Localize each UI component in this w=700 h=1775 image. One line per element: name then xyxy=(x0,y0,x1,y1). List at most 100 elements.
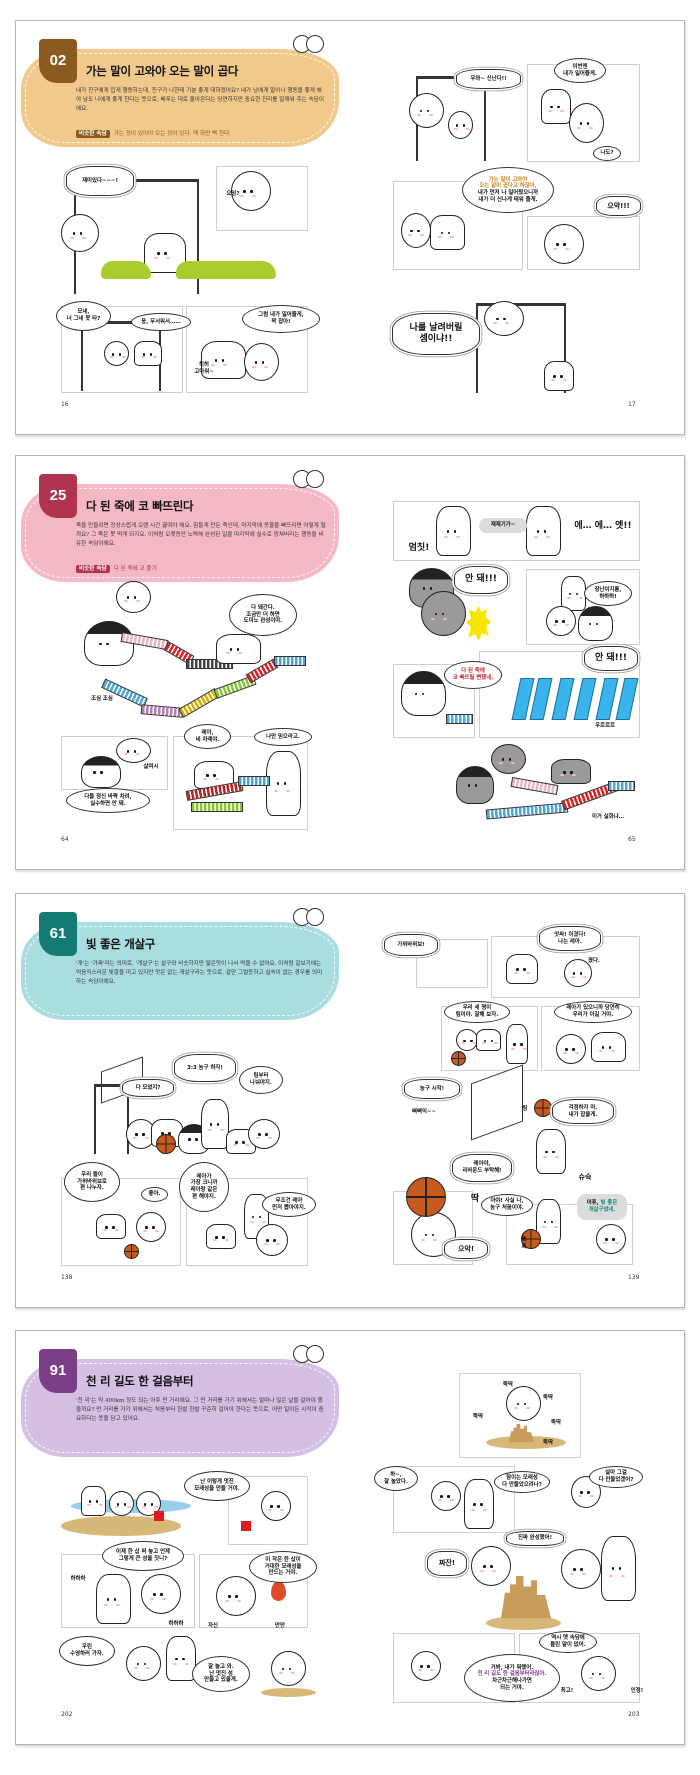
sound-effect-text: 툭 툭 xyxy=(521,1237,527,1250)
speech-bubble-segment: 천 리 길도 한 걸음부터라잖아. xyxy=(477,1671,547,1678)
red-bucket xyxy=(241,1521,251,1531)
round-character xyxy=(564,959,592,987)
round-character xyxy=(448,111,473,139)
mascot-characters xyxy=(293,470,333,490)
basketball xyxy=(521,1229,541,1249)
round-character xyxy=(561,1549,601,1589)
sand-patch xyxy=(61,1516,181,1536)
block-character xyxy=(544,361,574,391)
sand-castle xyxy=(501,1576,551,1618)
sound-effect-text: 하하하 xyxy=(168,1620,184,1627)
block-character xyxy=(430,215,465,250)
sound-effect-text: 자신 xyxy=(208,1622,218,1629)
sound-effect-text: 뚝딱 xyxy=(543,1439,553,1446)
speech-bubble: 재재기가~ xyxy=(479,518,527,533)
speech-bubble: 농구 시작! xyxy=(404,1079,460,1099)
proverb-title: 가는 말이 고와야 오는 말이 곱다 xyxy=(86,64,239,78)
sound-effect-text: 멈칫! xyxy=(408,542,430,553)
basketball xyxy=(451,1051,466,1066)
sound-effect-text: 오잉? xyxy=(226,190,240,197)
speech-bubble: 가는 말이 고와야 오는 말이 곱다고 하잖아, 내가 먼저 나 밀어줬으니까 … xyxy=(462,167,554,213)
speech-bubble: 다 돼간다. 조금만 더 하면 도미노 완성이야. xyxy=(229,594,297,636)
sound-effect-text: 하하하 xyxy=(70,1575,86,1582)
round-character xyxy=(456,1029,478,1051)
related-proverb-text: 다 된 죽에 코 풀기 xyxy=(113,566,157,572)
related-proverb-badge: 비슷한 속담 xyxy=(76,565,110,573)
speech-bubble: 레아가 가장 크니까 레아랑 같은 편 해야지. xyxy=(179,1162,229,1212)
block-character xyxy=(551,759,591,784)
sound-effect-text: 만만 xyxy=(275,1622,285,1629)
rice-ball-character xyxy=(578,606,613,641)
green-bush xyxy=(176,261,276,279)
domino-row xyxy=(274,656,306,666)
speech-bubble: 이 작은 한 삽이 거대한 모래성을 만드는 거야. xyxy=(249,1551,317,1583)
speech-bubble: 걱정하지 마. 내가 잡을게. xyxy=(552,1099,614,1124)
proverb-explanation: '천 리'는 약 400km 정도 되는 아주 먼 거리예요. 그 먼 거리를 … xyxy=(76,1398,324,1423)
sound-effect-text: 뚝딱 xyxy=(551,1419,561,1426)
round-character xyxy=(104,341,129,366)
block-character xyxy=(561,576,586,611)
basketball xyxy=(156,1134,176,1154)
block-character xyxy=(506,954,538,984)
domino-row xyxy=(178,688,220,718)
swing-set xyxy=(94,1084,129,1154)
block-character xyxy=(201,1099,229,1149)
speech-bubble: 다들 정신 바짝 차려, 실수하면 안 돼. xyxy=(66,788,150,813)
block-character xyxy=(81,1486,106,1516)
round-character xyxy=(261,1491,291,1521)
basketball xyxy=(124,1244,139,1259)
speech-bubble: 안 돼!!! xyxy=(584,646,638,671)
banner-stitching xyxy=(25,488,335,578)
basketball xyxy=(534,1099,552,1117)
page-number-left: 202 xyxy=(61,1711,73,1718)
related-proverb-text: 가는 정이 있어야 오는 정이 있다. 맥 하면 뻑 한다. xyxy=(113,131,232,137)
block-character xyxy=(266,751,301,816)
round-character xyxy=(271,1651,306,1686)
speech-bubble: 으악!!! xyxy=(596,196,641,216)
sound-effect-text: 슈슉 xyxy=(578,1172,592,1181)
round-character xyxy=(141,1574,181,1614)
speech-bubble: 3:3 농구 하자! xyxy=(174,1054,236,1082)
speech-bubble: 응, 무서워서…… xyxy=(131,313,191,331)
related-proverb-badge: 비슷한 속담 xyxy=(76,130,110,138)
block-character xyxy=(134,341,162,366)
speech-bubble: 난 이렇게 멋진 모래성을 만들 거야. xyxy=(184,1471,250,1501)
round-character xyxy=(544,224,584,264)
sound-effect-text: 조심 조심 xyxy=(91,695,113,702)
speech-bubble-segment: 내가 먼저 나 밀어줬으니까 내가 더 신나게 태워 줄게. xyxy=(477,190,539,203)
sound-effect-text: 뚝딱 xyxy=(473,1413,483,1420)
mascot-characters xyxy=(293,35,333,55)
speech-bubble: 나를 날려버릴 셈이냐!! xyxy=(392,313,480,355)
basketball-hoop xyxy=(471,1064,523,1141)
proverb-number-tab: 61 xyxy=(39,912,77,956)
speech-bubble: 그럼 내가 밀어줄게, 꽉 잡아! xyxy=(242,305,320,333)
speech-bubble: 으악! xyxy=(444,1239,488,1259)
round-character xyxy=(596,1224,626,1254)
speech-bubble: 진짜 완성했어! xyxy=(506,1531,564,1546)
round-character xyxy=(581,1656,616,1691)
round-character xyxy=(216,1576,256,1616)
round-character xyxy=(126,1646,161,1681)
round-character xyxy=(421,591,466,636)
round-character xyxy=(431,1481,461,1511)
speech-bubble-segment: 거봐, 내가 뭐랬어. xyxy=(490,1664,534,1671)
proverb-title: 빛 좋은 개살구 xyxy=(86,937,156,951)
rice-ball-character xyxy=(84,621,134,666)
speech-bubble: 레아, 네 차례야. xyxy=(184,724,231,749)
block-character xyxy=(506,1024,528,1064)
page-number-left: 16 xyxy=(61,401,69,408)
speech-bubble: 레아가 있으니까 당연히 우리가 이길 거야. xyxy=(554,1001,632,1023)
round-character xyxy=(136,1212,166,1242)
domino-row xyxy=(186,659,233,669)
speech-bubble: 짜잔! xyxy=(427,1551,467,1576)
block-character xyxy=(591,1032,626,1062)
banner-stitching xyxy=(25,53,335,143)
speech-bubble: 앗싸! 이겼다! 나는 레아. xyxy=(539,926,601,951)
round-character xyxy=(256,1224,288,1256)
rice-ball-character xyxy=(456,766,494,804)
speech-bubble: 안 돼!!! xyxy=(454,566,508,594)
round-character xyxy=(244,343,279,381)
speech-bubble: 참이는 모래성 다 만들었으려나? xyxy=(494,1471,550,1493)
sound-effect-text: 최고! xyxy=(560,1687,574,1694)
